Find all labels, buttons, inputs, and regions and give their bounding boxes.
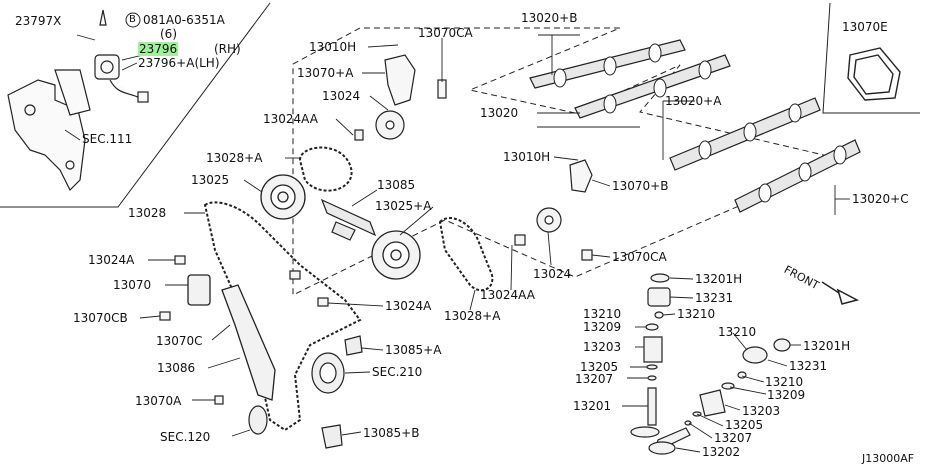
label-13020b: 13020+B [521,11,578,25]
gasket-13070e-icon [847,47,901,101]
label-13028a-top: 13028+A [206,151,263,165]
label-13070b: 13070+B [612,179,669,193]
chain-loop-top-icon [298,146,353,192]
label-13070ca-low: 13070CA [612,250,667,264]
label-13070c: 13070C [156,334,203,348]
label-23796a: 23796+A(LH) [138,56,220,70]
bolt-icons [159,129,593,405]
label-13024-top: 13024 [322,89,361,103]
label-13028a-low: 13028+A [444,309,501,323]
bolt-callout-circle-icon [125,12,141,28]
camshaft-sprocket-left-icon [260,174,306,220]
diagram-code: J13000AF [862,452,915,465]
chain-guide-13085-icon [320,198,377,241]
label-13203-a: 13203 [583,340,622,354]
label-13201h-a: 13201H [695,272,743,286]
label-13209-a: 13209 [583,320,622,334]
label-13205-a: 13205 [580,360,619,374]
label-13210-b1: 13210 [718,325,757,339]
tensioner-mid-icon [569,159,593,193]
label-13024a-mid: 13024A [385,299,432,313]
bolt-callout-letter: B [129,14,136,25]
label-13086: 13086 [157,361,196,375]
leader-lines [64,34,850,453]
inset-frame-right [822,2,920,114]
cam-sprocket-top-icon [375,110,405,140]
label-13231-b: 13231 [789,359,828,373]
label-13020: 13020 [480,106,519,120]
timing-chain-main-icon [203,201,362,432]
label-13024-low: 13024 [533,267,572,281]
label-13210-b2: 13210 [765,375,804,389]
label-13207-a: 13207 [575,372,614,386]
label-13085b: 13085+B [363,426,420,440]
tensioner-top-icon [384,54,447,106]
label-13024a-left: 13024A [88,253,135,267]
label-sec111[interactable]: SEC.111 [82,132,133,146]
pump-sec210-icon [311,352,345,394]
inset-frame-left [0,2,271,208]
label-13207-b: 13207 [714,431,753,445]
label-13085a: 13085+A [385,343,442,357]
chain-guide-13086-icon [221,284,276,401]
label-rh: (RH) [214,42,241,56]
label-13202: 13202 [702,445,741,459]
label-13025a: 13025+A [375,199,432,213]
label-13070a: 13070+A [297,66,354,80]
label-13210-a2: 13210 [677,307,716,321]
label-13020c: 13020+C [852,192,909,206]
label-13201: 13201 [573,399,612,413]
label-13205-b: 13205 [725,418,764,432]
timing-chain-secondary-icon [438,217,494,292]
label-13010h-top: 13010H [309,40,357,54]
label-13070a-low: 13070A [135,394,182,408]
bolt-callout-qty: (6) [160,27,177,41]
label-23797x: 23797X [15,14,62,28]
valve-train-right-icon [648,338,791,455]
label-13201h-b: 13201H [803,339,851,353]
label-13025: 13025 [191,173,230,187]
label-13070cb: 13070CB [73,311,128,325]
front-arrow-icon [821,281,860,305]
label-13070e: 13070E [842,20,888,34]
camshaft-sprocket-right-icon [371,230,421,280]
label-13085: 13085 [377,178,416,192]
cam-sprocket-lower-icon [536,207,562,233]
label-13070ca-top: 13070CA [418,26,473,40]
label-13028: 13028 [128,206,167,220]
label-13231-a: 13231 [695,291,734,305]
engine-bracket-icon [7,69,91,192]
label-13203-b: 13203 [742,404,781,418]
bolt-callout-part: 081A0-6351A [143,13,225,27]
crank-sprocket-icon [248,405,268,435]
label-23796-highlight[interactable]: 23796 [138,42,179,56]
label-13024aa-top: 13024AA [263,112,318,126]
label-sec210[interactable]: SEC.210 [372,365,423,379]
cam-sensor-icon [94,9,149,103]
label-13020a: 13020+A [665,94,722,108]
label-13010h-mid: 13010H [503,150,551,164]
label-13024aa-low: 13024AA [480,288,535,302]
label-13209-b: 13209 [767,388,806,402]
label-sec120[interactable]: SEC.120 [160,430,211,444]
label-13210-a1: 13210 [583,307,622,321]
valve-train-left-icon [630,273,671,438]
label-13070: 13070 [113,278,152,292]
tensioner-13070-icon [187,274,211,306]
guide-small-icons [321,335,363,449]
